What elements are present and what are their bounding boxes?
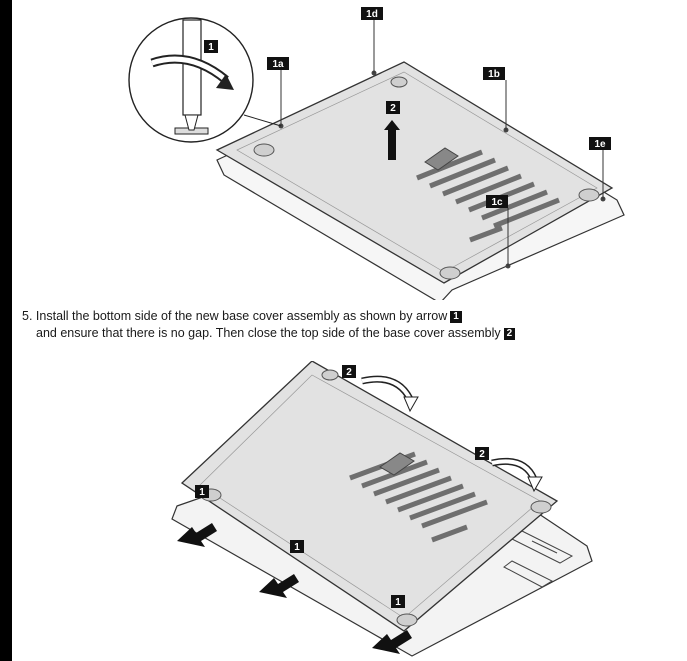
callout-1d: 1d xyxy=(366,9,378,20)
rotate-arrow-icon xyxy=(527,476,543,493)
push-arrow-icon xyxy=(259,574,299,598)
close-arrows xyxy=(361,375,543,493)
inline-callout-1: 1 xyxy=(450,310,462,323)
callout-2: 2 xyxy=(479,449,485,460)
step-5-line-2: and ensure that there is no gap. Then cl… xyxy=(36,326,501,340)
vent-slot xyxy=(424,147,459,171)
callout-1a: 1a xyxy=(272,59,284,70)
rubber-foot xyxy=(530,500,552,514)
callout-1c: 1c xyxy=(491,197,503,208)
callout-1: 1 xyxy=(395,597,401,608)
callouts: 2 2 1 1 1 xyxy=(195,365,489,608)
base-cover-install-figure: 2 2 1 1 1 xyxy=(171,361,593,657)
callout-1e: 1e xyxy=(594,139,606,150)
rotate-arrow-icon xyxy=(403,396,419,413)
push-arrow-icon xyxy=(177,523,217,547)
base-cover-outline xyxy=(236,71,598,273)
manual-page: 1 1a 1b 1c 1d 1e 2 5. Install the bottom… xyxy=(12,0,687,661)
callouts: 1 1a 1b 1c 1d 1e 2 xyxy=(204,7,611,208)
lift-arrow-icon xyxy=(384,120,400,160)
push-arrow-icon xyxy=(372,630,412,654)
base-cover xyxy=(215,61,614,284)
base-cover xyxy=(180,361,559,632)
callout-1: 1 xyxy=(208,42,214,53)
callout-2: 2 xyxy=(346,367,352,378)
rubber-foot xyxy=(439,266,461,280)
vent-slot xyxy=(379,452,415,476)
vent-grill xyxy=(416,149,560,243)
rubber-foot xyxy=(578,188,600,202)
rubber-foot xyxy=(390,76,408,88)
rubber-foot xyxy=(253,143,275,157)
rubber-foot xyxy=(396,613,418,627)
screwdriver-detail-inset xyxy=(128,17,282,143)
step-number: 5. xyxy=(22,309,33,323)
callout-1: 1 xyxy=(199,487,205,498)
leader-lines xyxy=(280,20,604,266)
step-5-line-1: Install the bottom side of the new base … xyxy=(35,309,448,323)
rotate-arrow-icon xyxy=(216,74,234,90)
rubber-foot xyxy=(321,369,339,381)
callout-1b: 1b xyxy=(488,69,500,80)
push-arrows xyxy=(177,523,412,654)
callout-1: 1 xyxy=(294,542,300,553)
base-cover-removal-figure: 1 1a 1b 1c 1d 1e 2 xyxy=(128,7,625,300)
callout-2: 2 xyxy=(390,103,396,114)
inline-callout-2: 2 xyxy=(503,327,516,340)
step-5-instructions: 5. Install the bottom side of the new ba… xyxy=(22,308,687,342)
